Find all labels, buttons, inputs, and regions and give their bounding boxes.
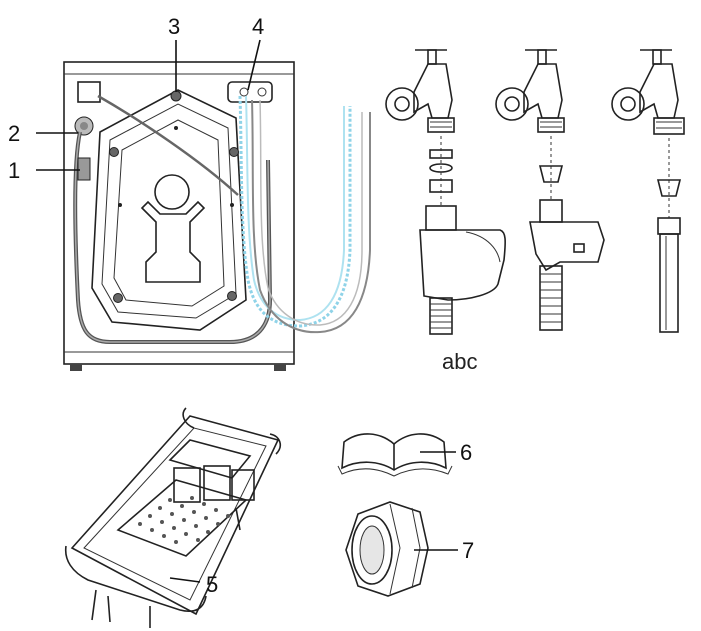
open-book-icon [337,433,456,477]
callout-label-2: 2 [8,121,20,146]
callout-label-6: 6 [460,440,472,465]
callout-label-1: 1 [8,158,20,183]
callout-label-4: 4 [252,14,264,39]
callout-label-5: 5 [206,572,218,597]
callout-label-3: 3 [168,14,180,39]
hex-nut-icon [345,501,458,597]
callout-leaders-washer [36,39,261,171]
washing-machine-back-icon [63,61,371,371]
callout-label-7: 7 [462,538,474,563]
detergent-tray-icon [64,407,282,628]
water-tap-icon [385,49,685,335]
figure-caption: abc [442,349,477,374]
